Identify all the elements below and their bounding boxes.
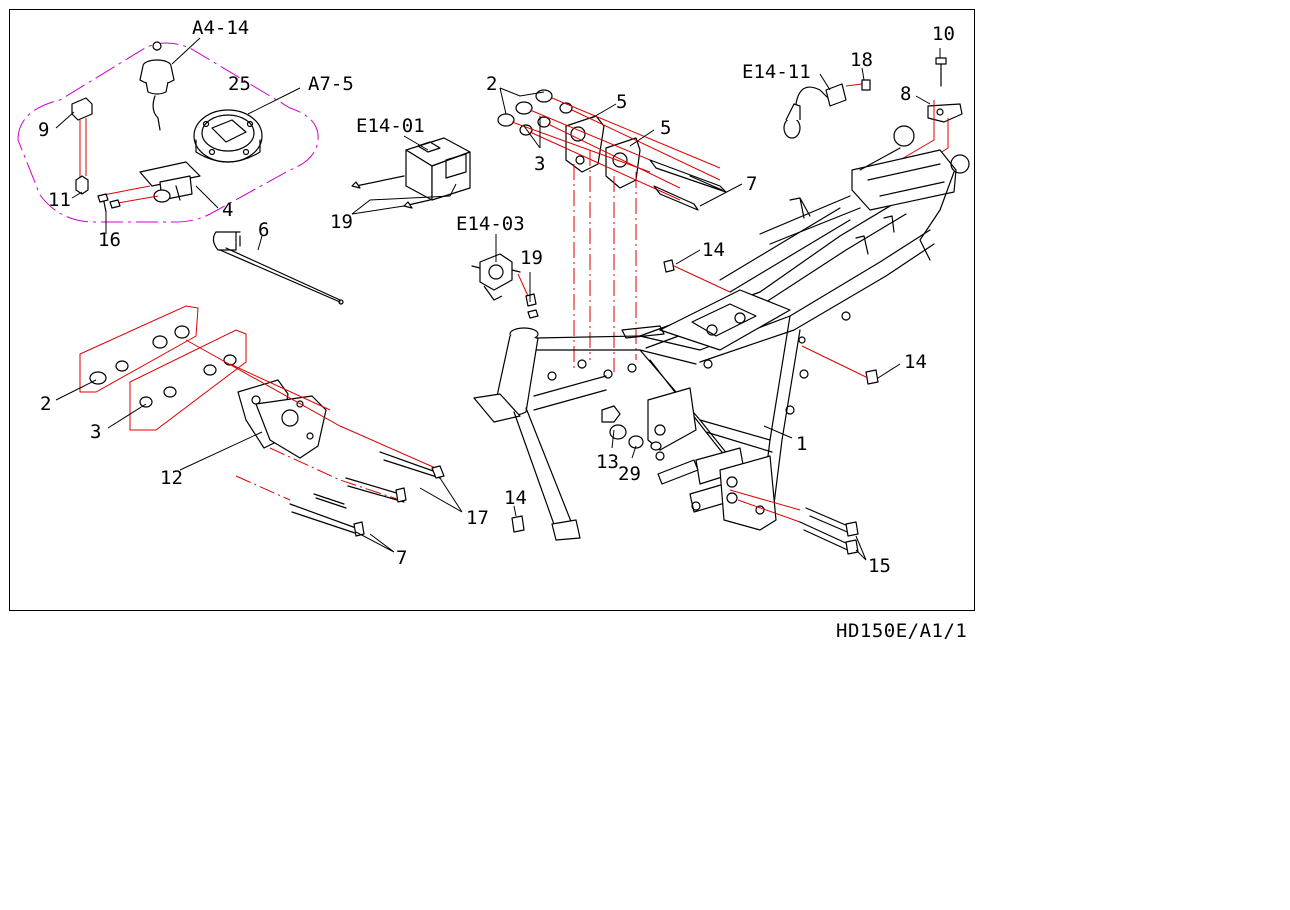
callout-16: 16 (98, 229, 121, 251)
callout-8: 8 (900, 83, 911, 105)
callout-19-cdi: 19 (330, 211, 353, 233)
callout-15: 15 (868, 555, 891, 577)
cdi-unit-part (351, 137, 471, 209)
callout-5-a: 5 (616, 91, 627, 113)
callout-7-upper: 7 (746, 173, 757, 195)
callout-11: 11 (48, 189, 71, 211)
callout-2-upper: 2 (486, 73, 497, 95)
callout-A7-5: A7-5 (308, 73, 354, 95)
lock-group-outline (17, 42, 319, 223)
engine-hanger-group (79, 305, 445, 537)
callout-17: 17 (466, 507, 489, 529)
callout-3-lower: 3 (90, 421, 101, 443)
callout-E14-11: E14-11 (742, 61, 811, 83)
callout-E14-01: E14-01 (356, 115, 425, 137)
callout-19-relay: 19 (520, 247, 543, 269)
callout-29: 29 (618, 463, 641, 485)
callout-14-lower: 14 (504, 487, 527, 509)
callout-5-b: 5 (660, 117, 671, 139)
callout-6: 6 (258, 219, 269, 241)
callout-9: 9 (38, 119, 49, 141)
callout-2-lower: 2 (40, 393, 51, 415)
ignition-switch-part (139, 41, 175, 131)
main-frame-part (473, 125, 970, 541)
screw-16-part (97, 193, 121, 213)
strap-6-part (212, 231, 344, 305)
callout-3-upper: 3 (534, 153, 545, 175)
callout-7-lower: 7 (396, 547, 407, 569)
callout-14-upper: 14 (702, 239, 725, 261)
callout-18: 18 (850, 49, 873, 71)
bolt-15-parts (729, 489, 859, 555)
clip-9-part (71, 97, 93, 195)
relay-part (471, 253, 539, 319)
upper-mount-hardware (497, 89, 727, 211)
callout-25: 25 (228, 73, 251, 95)
nut-14-parts (511, 259, 879, 533)
callout-A4-14: A4-14 (192, 17, 249, 39)
callout-14-right: 14 (904, 351, 927, 373)
callout-10: 10 (932, 23, 955, 45)
callout-E14-03: E14-03 (456, 213, 525, 235)
speed-sensor-part (783, 79, 871, 139)
drawing-code: HD150E/A1/1 (836, 620, 968, 642)
diagram-frame (9, 9, 975, 611)
bracket-8-part (899, 57, 963, 173)
fuel-cap-part (193, 109, 263, 163)
seat-lock-part (97, 161, 201, 205)
washer-13-29-parts (601, 405, 662, 451)
callout-13: 13 (596, 451, 619, 473)
callout-12: 12 (160, 467, 183, 489)
callout-4: 4 (222, 199, 233, 221)
callout-1: 1 (796, 433, 807, 455)
leader-lines (55, 37, 941, 561)
